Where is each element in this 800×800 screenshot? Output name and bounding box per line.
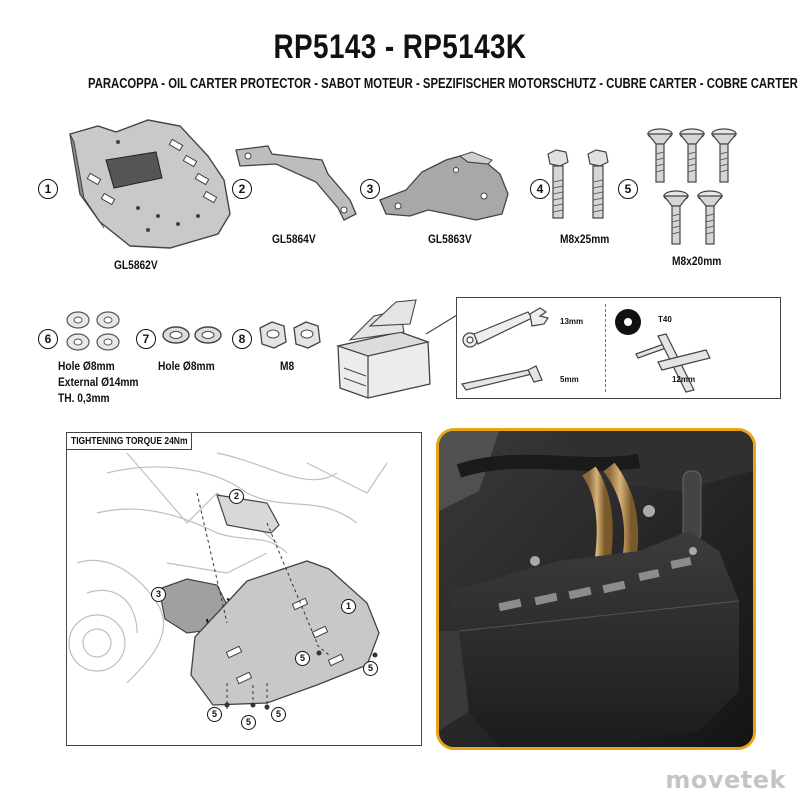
allen-size-label: 5mm [560, 375, 579, 384]
tools-drawing [461, 307, 711, 393]
installed-photo [436, 428, 756, 750]
diagram-callout-5e: 5 [271, 707, 286, 722]
part-number-2: 2 [232, 179, 252, 199]
part-code-5: M8x20mm [672, 254, 722, 268]
bracket-3-drawing [379, 151, 509, 221]
torque-label-box: TIGHTENING TORQUE 24Nm [67, 433, 192, 450]
diagram-callout-2: 2 [229, 489, 244, 504]
bolt-m8x25-drawing [547, 149, 609, 219]
part-code-2: GL5864V [272, 232, 316, 246]
part-6-thickness: TH. 0,3mm [58, 391, 110, 405]
part-number-5: 5 [618, 179, 638, 199]
part-7-hole: Hole Ø8mm [158, 359, 215, 373]
wrench-icon [462, 307, 549, 348]
page-subtitle: PARACOPPA - OIL CARTER PROTECTOR - SABOT… [88, 76, 798, 92]
part-number-3: 3 [360, 179, 380, 199]
page-title: RP5143 - RP5143K [273, 28, 527, 66]
part-code-4: M8x25mm [560, 232, 610, 246]
part-number-6: 6 [38, 329, 58, 349]
assembly-diagram: TIGHTENING TORQUE 24Nm [66, 432, 422, 746]
part-6-hole: Hole Ø8mm [58, 359, 115, 373]
part-number-4: 4 [530, 179, 550, 199]
socket-size-label: 12mm [672, 375, 696, 384]
watermark-logo: movetek [665, 766, 786, 794]
torx-label: T40 [658, 315, 672, 324]
torque-label: TIGHTENING TORQUE 24Nm [71, 436, 188, 447]
socket-wrench-icon [635, 333, 711, 393]
part-code-3: GL5863V [428, 232, 472, 246]
skid-plate-drawing [69, 119, 231, 249]
part-code-1: GL5862V [114, 258, 158, 272]
bracket-2-drawing [235, 145, 357, 221]
part-6-external: External Ø14mm [58, 375, 139, 389]
exploded-view-drawing [68, 452, 388, 711]
part-8-size: M8 [280, 359, 295, 373]
toolbox-drawing [335, 299, 463, 399]
diagram-callout-5d: 5 [241, 715, 256, 730]
bolt-m8x20-drawing [646, 128, 737, 245]
allen-key-icon [461, 365, 543, 391]
part-number-8: 8 [232, 329, 252, 349]
part-number-1: 1 [38, 179, 58, 199]
installed-photo-image [439, 431, 753, 747]
diagram-callout-5b: 5 [363, 661, 378, 676]
washer-drawing [66, 311, 120, 351]
lock-washer-drawing [162, 326, 222, 344]
part-number-7: 7 [136, 329, 156, 349]
diagram-callout-3: 3 [151, 587, 166, 602]
torx-icon [615, 309, 641, 335]
diagram-callout-1: 1 [341, 599, 356, 614]
wrench-size-label: 13mm [560, 317, 584, 326]
tool-panel-divider [605, 304, 606, 392]
diagram-callout-5c: 5 [207, 707, 222, 722]
nut-drawing [259, 321, 321, 349]
diagram-callout-5a: 5 [295, 651, 310, 666]
